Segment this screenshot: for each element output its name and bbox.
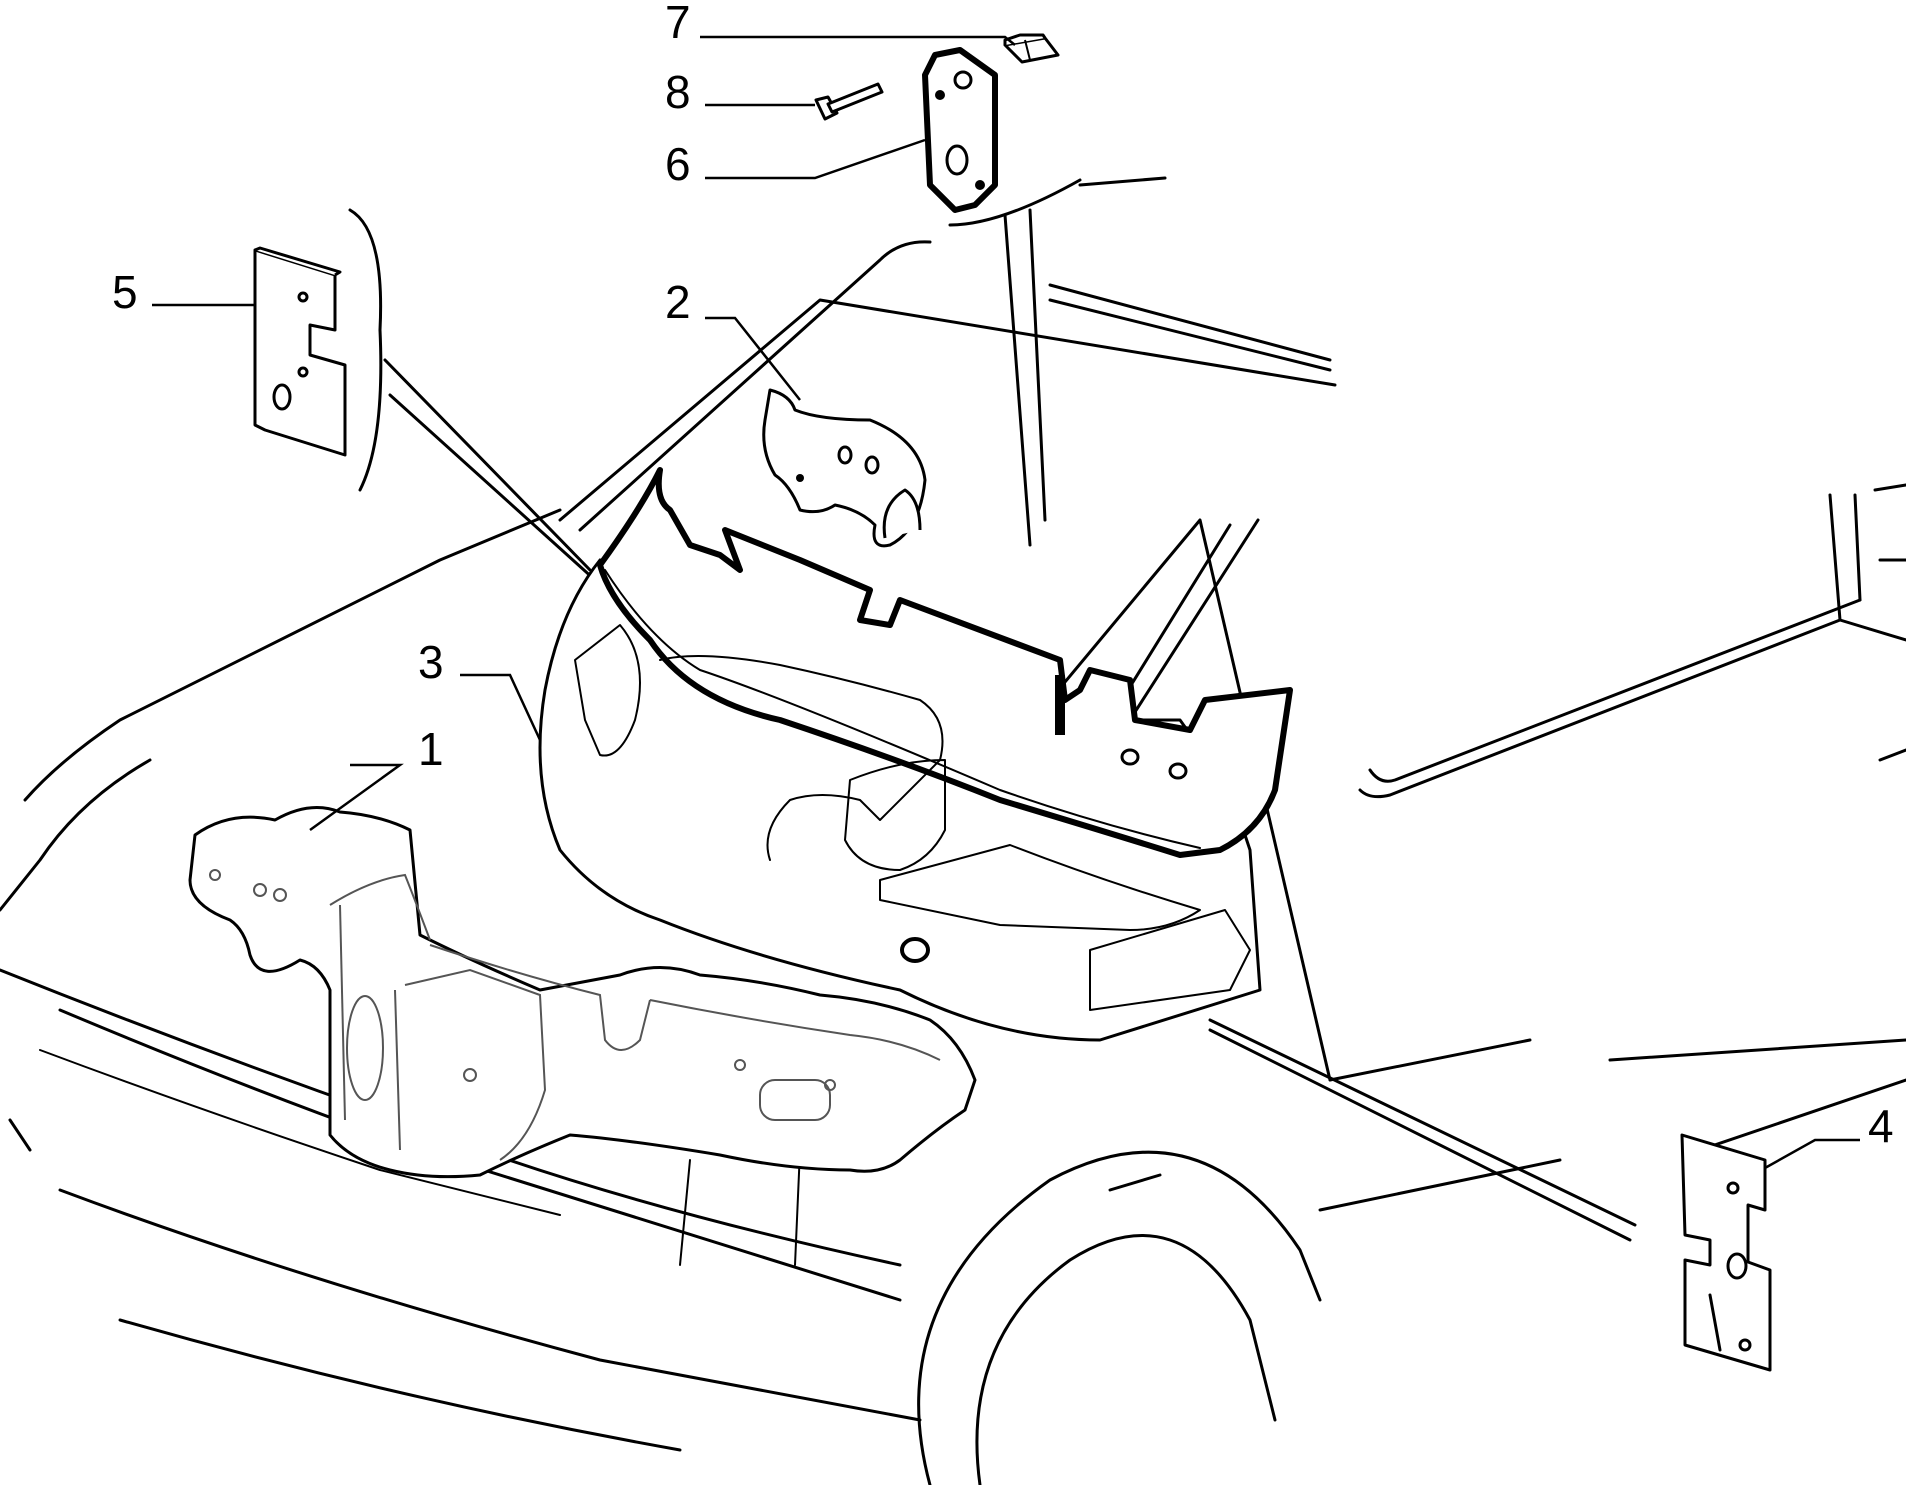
callout-7: 7 (665, 0, 691, 48)
callout-6: 6 (665, 138, 691, 190)
callout-1: 1 (418, 723, 444, 775)
part-8-screw (814, 82, 884, 121)
callout-numbers: 7 8 6 5 2 3 1 4 (112, 0, 1894, 1152)
callout-3: 3 (418, 636, 444, 688)
callout-5: 5 (112, 266, 138, 318)
callout-8: 8 (665, 66, 691, 118)
part-5-bracket-plate (253, 246, 347, 457)
callout-leaders (152, 35, 1860, 1170)
callout-2: 2 (665, 276, 691, 328)
part-7-clip (1003, 33, 1060, 64)
part-2-pad (762, 388, 927, 548)
callout-4: 4 (1868, 1100, 1894, 1152)
car-body-outline (0, 176, 1906, 1485)
part-6-rubber-pad (922, 47, 998, 213)
part-1-compartment-insulation (188, 806, 977, 1179)
attachment-leaders (348, 178, 1637, 1242)
part-4-bracket-plate (1680, 1133, 1772, 1372)
part-3-hood-insulation (538, 467, 1293, 1042)
